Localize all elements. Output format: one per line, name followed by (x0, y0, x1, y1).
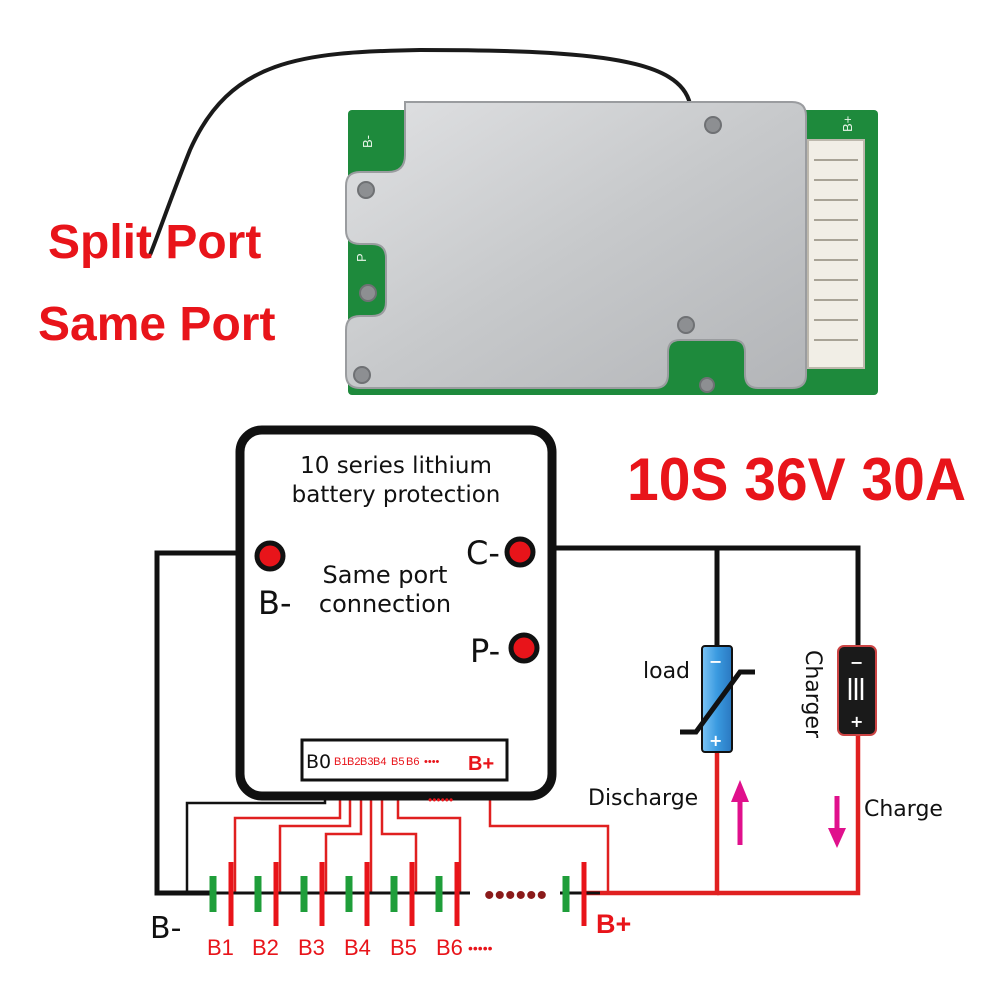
discharge-arrow (731, 780, 749, 845)
header-b0: B0 (306, 751, 331, 773)
screw-icons (353, 116, 722, 393)
headline-same-port: Same Port (38, 298, 275, 351)
balance-header (300, 738, 509, 782)
header-b4: B4 (373, 756, 386, 768)
red-wires (586, 735, 861, 896)
header-dots: •••• (424, 756, 440, 768)
pin-b-minus-dot (254, 540, 286, 572)
cell-label-b3: B3 (298, 935, 325, 960)
protection-module: 10 series lithium battery protection Sam… (235, 425, 557, 801)
cell-string: •••••• B- B+ B1 B2 B3 B4 B5 B6 ••••• (150, 862, 631, 960)
pin-c-minus-label: C- (466, 534, 500, 572)
pcb-silk-p: P (354, 253, 369, 262)
module-note-line1: Same port (323, 561, 448, 589)
cell-label-b1: B1 (207, 935, 234, 960)
cell-b1 (209, 862, 234, 926)
load-resistor (701, 645, 733, 753)
cell-string-b-minus: B- (150, 911, 181, 946)
module-outline (235, 425, 557, 801)
charger-minus: − (850, 653, 863, 672)
cell-string-b-plus: B+ (596, 909, 631, 939)
header-b3: B3 (360, 756, 373, 768)
charge-label: Charge (864, 797, 943, 822)
cell-b6 (435, 862, 460, 926)
cell-b5 (390, 862, 415, 926)
cell-b2 (254, 862, 279, 926)
charger-label: Charger (800, 650, 825, 739)
bms-board-illustration: B- P B+ (148, 47, 878, 395)
ntc-wire (148, 47, 692, 256)
cell-label-dots: ••••• (468, 940, 493, 956)
cell-label-b2: B2 (252, 935, 279, 960)
charger-component: − + Charger (800, 645, 877, 739)
load-label: load (643, 659, 690, 684)
aluminum-heatsink (345, 101, 807, 389)
module-title-line1: 10 series lithium (300, 453, 492, 479)
header-b-plus: B+ (468, 753, 494, 775)
headline-spec: 10S 36V 30A (627, 447, 966, 514)
load-component: − + load (643, 645, 755, 753)
pin-p-minus-dot (508, 632, 540, 664)
black-wires (154, 545, 861, 896)
charge-arrow (828, 796, 846, 848)
pin-c-minus-dot (504, 536, 536, 568)
discharge-label: Discharge (588, 786, 698, 811)
cell-label-b5: B5 (390, 935, 417, 960)
cell-last (562, 862, 587, 926)
load-plus: + (709, 731, 722, 750)
cell-ellipsis: •••••• (484, 879, 547, 912)
cell-b3 (300, 862, 325, 926)
charger-grill (848, 678, 864, 700)
balance-connector (807, 139, 865, 369)
variable-load-symbol (680, 669, 755, 735)
connector-pins (814, 159, 858, 341)
cell-label-b6: B6 (436, 935, 463, 960)
headline-split-port: Split Port (48, 216, 261, 269)
header-b1: B1 (334, 756, 347, 768)
module-note-line2: connection (319, 590, 451, 618)
module-title-line2: battery protection (292, 482, 501, 508)
header-b5: B5 (391, 756, 404, 768)
pin-p-minus-label: P- (470, 632, 500, 670)
pcb-silk-b-minus: B- (360, 135, 375, 148)
module-extra-dots: •••••• (428, 793, 453, 807)
charger-plus: + (850, 712, 863, 731)
pin-b-minus-label: B- (258, 584, 292, 622)
load-minus: − (709, 652, 722, 671)
cell-label-b4: B4 (344, 935, 371, 960)
header-b2: B2 (347, 756, 360, 768)
header-b6: B6 (406, 756, 419, 768)
cell-b4 (345, 862, 370, 926)
pcb-silk-b-plus: B+ (840, 116, 855, 132)
